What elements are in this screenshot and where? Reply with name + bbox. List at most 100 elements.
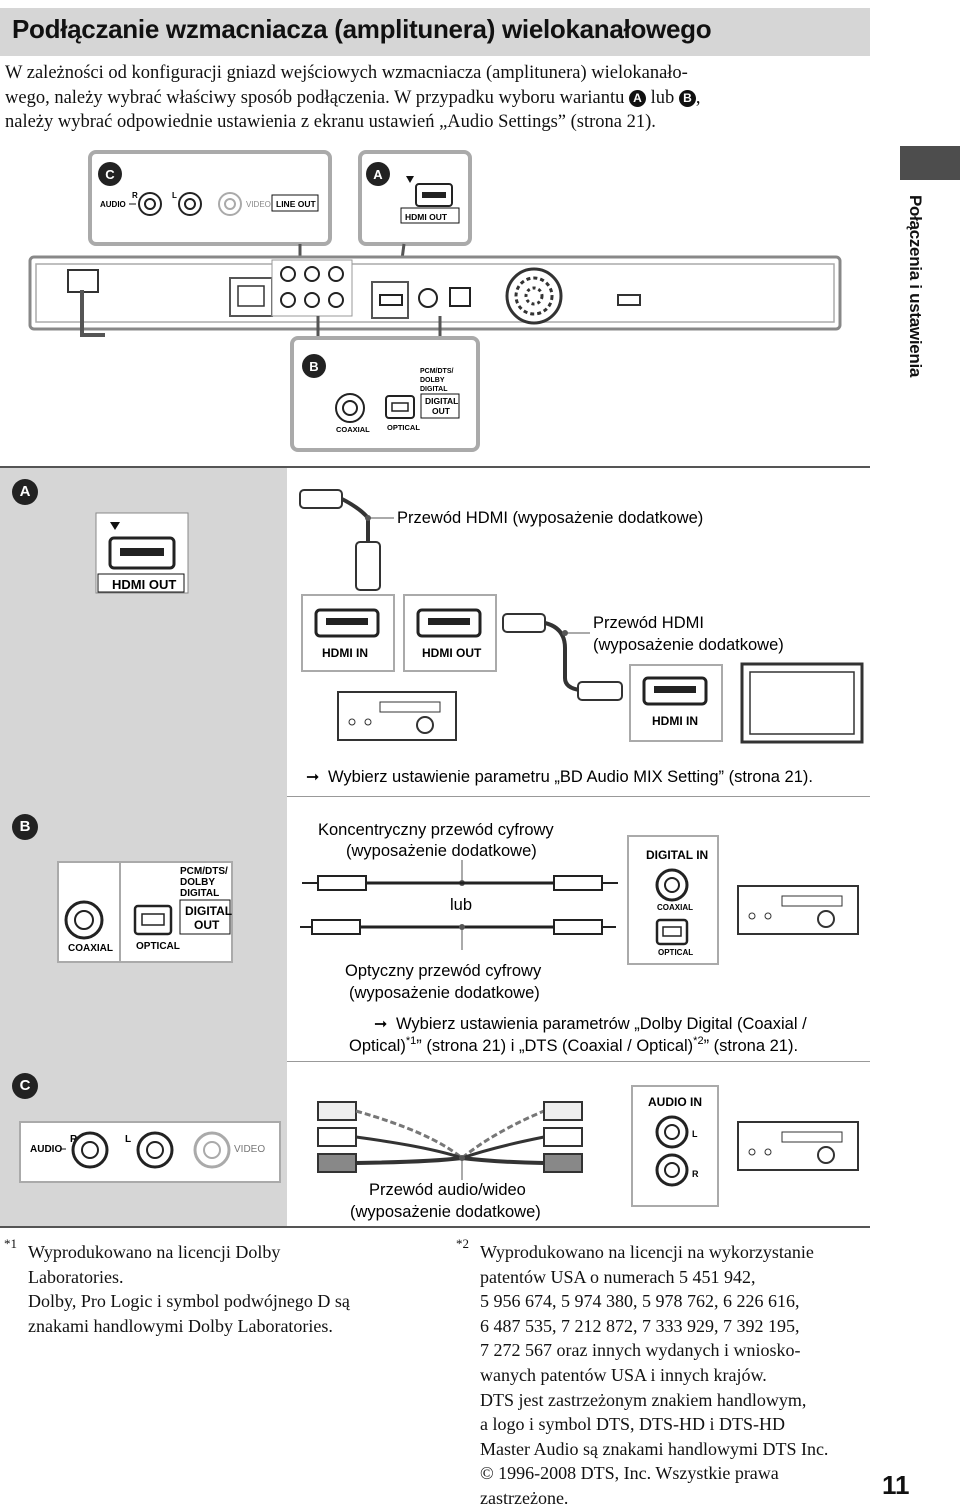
badge-c-icon — [98, 162, 122, 186]
badge-a-inline: A — [629, 89, 647, 107]
title-bar — [0, 8, 870, 56]
section-c-badge: C — [12, 1073, 38, 1099]
footnote-1: Wyprodukowano na licencji Dolby Laborato… — [28, 1240, 438, 1338]
audio-l-jack-icon — [136, 1131, 174, 1169]
divider — [0, 466, 870, 468]
section-a-diagram: HDMI OUT Przewód HDMI (wyposażenie dodat… — [95, 489, 864, 786]
digital-in-label: DIGITAL IN — [646, 848, 708, 862]
page-title: Podłączanie wzmacniacza (amplitunera) wi… — [12, 14, 712, 44]
intro-text: , — [695, 87, 701, 108]
digital-out-label: OUT — [432, 406, 451, 416]
side-label-text: Połączenia i ustawienia — [906, 195, 925, 378]
dolby-label: DOLBY — [180, 877, 215, 888]
amplifier-icon — [737, 885, 859, 935]
player-rear-panel — [28, 255, 842, 337]
footnote-line: znakami handlowymi Dolby Laboratories. — [28, 1315, 333, 1336]
intro-text: lub — [646, 87, 679, 108]
section-a-badge: A — [12, 479, 38, 505]
footnote-line: a logo i symbol DTS, DTS-HD i DTS-HD — [480, 1414, 785, 1435]
optical-plug-icon — [311, 919, 361, 935]
coax-plug-icon — [317, 875, 367, 891]
coaxial-label: COAXIAL — [68, 943, 113, 954]
audio-r-jack-icon — [138, 192, 162, 216]
optical-label: OPTICAL — [136, 941, 180, 952]
badge-c-label: C — [105, 167, 115, 182]
intro-text: wego, należy wybrać właściwy sposób podł… — [5, 87, 630, 108]
digital-out-label: OUT — [194, 918, 220, 932]
intro-line-3: należy wybrać odpowiednie ustawienia z e… — [5, 112, 656, 132]
amplifier-icon — [737, 1121, 859, 1171]
optical-port-icon — [133, 904, 173, 936]
footnote-line: 5 956 674, 5 974 380, 5 978 762, 6 226 6… — [480, 1291, 800, 1312]
coax-plug-icon — [553, 875, 603, 891]
callout-a: A HDMI OUT — [358, 150, 472, 246]
arrow-icon: ➞ — [374, 1016, 387, 1033]
section-a-instruction: Wybierz ustawienie parametru „BD Audio M… — [328, 768, 813, 786]
amp-optical-label: OPTICAL — [658, 948, 693, 957]
audio-label: AUDIO — [30, 1144, 62, 1155]
divider — [287, 796, 870, 797]
footnote-line: 7 272 567 oraz innych wydanych i wniosko… — [480, 1340, 801, 1361]
cable1-label: Przewód HDMI (wyposażenie dodatkowe) — [397, 509, 703, 527]
usb-port-icon — [617, 294, 641, 306]
intro-paragraph: W zależności od konfiguracji gniazd wejś… — [5, 61, 870, 135]
audio-in-label: AUDIO IN — [648, 1095, 702, 1109]
footnote-line: DTS jest zastrzeżonym znakiem handlowym, — [480, 1389, 807, 1410]
audio-l-jack-icon — [178, 192, 202, 216]
optical-cable-label: (wyposażenie dodatkowe) — [349, 984, 540, 1002]
optical-cable-label: Optyczny przewód cyfrowy — [345, 962, 542, 980]
callout-c: C AUDIO R L VIDEO LINE OUT — [88, 150, 332, 246]
grey-band — [0, 468, 287, 1228]
footnote-line: Dolby, Pro Logic i symbol podwójnego D s… — [28, 1291, 350, 1312]
digital-out-label: DIGITAL — [185, 904, 232, 918]
tv-icon — [740, 662, 864, 744]
footnote-line: patentów USA o numerach 5 451 942, — [480, 1266, 756, 1287]
cable2-label: Przewód HDMI — [593, 614, 704, 632]
hdmi-plug-icon — [577, 681, 623, 701]
footnote-2: Wyprodukowano na licencji na wykorzystan… — [480, 1240, 880, 1511]
footnote-line: © 1996-2008 DTS, Inc. Wszystkie prawa — [480, 1463, 779, 1484]
coaxial-label: COAXIAL — [336, 425, 370, 434]
callout-b: B PCM/DTS/ DOLBY DIGITAL DIGITAL OUT COA… — [290, 336, 480, 452]
cable2-label: (wyposażenie dodatkowe) — [593, 636, 784, 654]
divider — [0, 1226, 870, 1228]
amp-hdmi-in-label: HDMI IN — [322, 646, 368, 660]
amp-coaxial-label: COAXIAL — [657, 903, 693, 912]
hdmi-plug-icon — [355, 541, 381, 591]
divider — [287, 1061, 870, 1062]
video-jack-icon — [218, 192, 242, 216]
section-c-diagram: AUDIO R L VIDEO Przewód audio/wideo (wyp… — [19, 1085, 859, 1221]
footnote-2-mark: *2 — [456, 1236, 469, 1251]
intro-line-2: wego, należy wybrać właściwy sposób podł… — [5, 86, 870, 111]
footnote-line: Master Audio są znakami handlowymi DTS I… — [480, 1438, 829, 1459]
video-label: VIDEO — [246, 200, 271, 209]
tv-hdmi-in-label: HDMI IN — [652, 714, 698, 728]
hdmi-plug-icon — [502, 613, 546, 633]
l-label: L — [125, 1134, 131, 1145]
pcm-label: PCM/DTS/ — [420, 368, 454, 375]
side-tab-marker — [900, 146, 960, 180]
optical-port-icon — [385, 395, 415, 419]
line-out-label: LINE OUT — [276, 199, 316, 209]
power-socket-icon — [67, 269, 99, 293]
amp-l-label: L — [692, 1129, 698, 1139]
footnote-line: Wyprodukowano na licencji Dolby — [28, 1242, 281, 1262]
badge-b-label: B — [309, 359, 318, 374]
coaxial-jack-icon — [335, 393, 365, 423]
optical-label: OPTICAL — [387, 423, 420, 432]
amplifier-icon — [337, 691, 457, 741]
l-label: L — [172, 191, 177, 200]
section-b-diagram: PCM/DTS/ DOLBY DIGITAL DIGITAL OUT COAXI… — [57, 821, 859, 1055]
av-cable-label: (wyposażenie dodatkowe) — [350, 1203, 541, 1221]
coax-cable-label: (wyposażenie dodatkowe) — [346, 842, 537, 860]
badge-b-inline: B — [678, 89, 696, 107]
or-label: lub — [450, 896, 472, 914]
side-label: Połączenia i ustawienia — [893, 195, 933, 455]
audio-r-jack-icon — [71, 1131, 109, 1169]
video-label: VIDEO — [234, 1144, 265, 1155]
badge-a-label: A — [373, 167, 383, 182]
hdmi-plug-icon — [299, 489, 343, 509]
amp-r-label: R — [692, 1169, 699, 1179]
footnote-1-mark: *1 — [4, 1236, 17, 1251]
footnote-line: wanych patentów USA i innych krajów. — [480, 1364, 767, 1385]
